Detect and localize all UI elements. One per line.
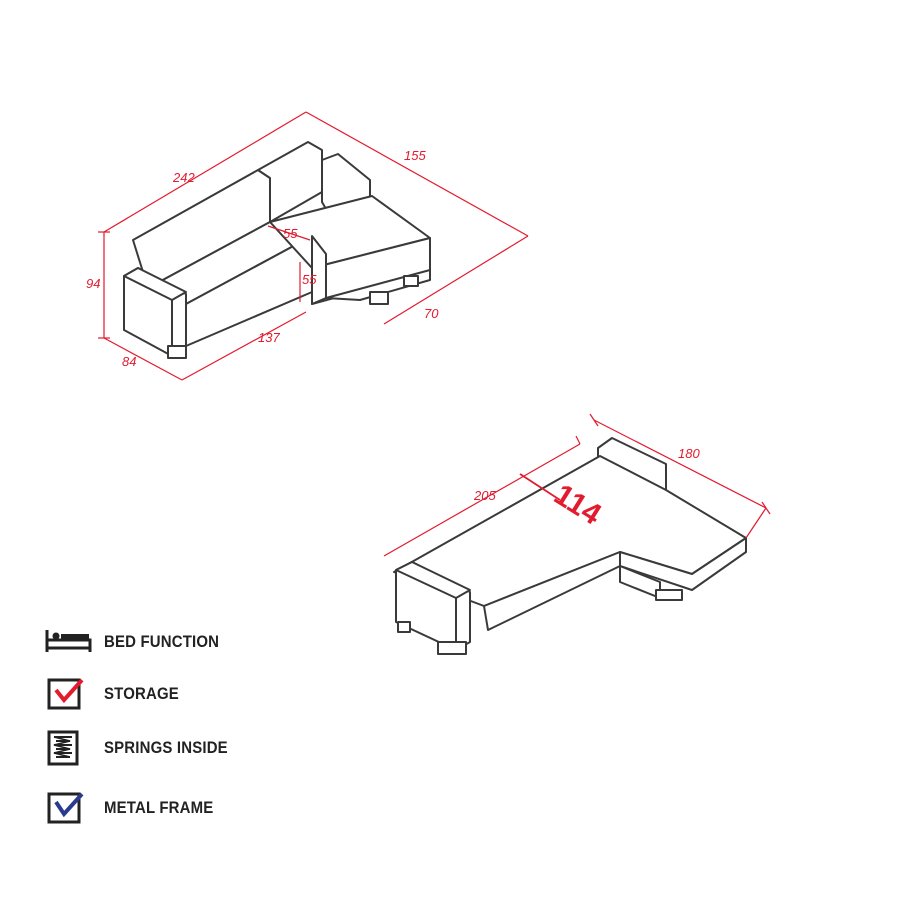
feature-label: METAL FRAME [104, 798, 214, 817]
feature-metal-frame: METAL FRAME [44, 790, 374, 830]
foot [403, 275, 419, 287]
feature-storage: STORAGE [44, 676, 374, 716]
foot [167, 345, 187, 359]
checkbox-blue-check-icon [47, 792, 84, 824]
feature-bed-function: BED FUNCTION [44, 624, 374, 664]
dim-bed-chaise-length: 180 [678, 446, 700, 461]
left-armrest-top [123, 267, 187, 301]
dim-height: 94 [86, 276, 100, 291]
bed-mode-drawing [393, 437, 747, 655]
feature-springs-inside: SPRINGS INSIDE [44, 730, 374, 770]
foot [369, 291, 389, 305]
foot [437, 641, 467, 655]
foot [655, 589, 683, 601]
dim-width-total: 242 [172, 170, 195, 185]
feature-label: STORAGE [104, 684, 179, 703]
closed-sofa-dimensions: 242 155 94 84 137 70 55 55 [86, 111, 529, 381]
dim-chaise-length: 155 [404, 148, 426, 163]
left-armrest-top [395, 561, 471, 599]
closed-sofa-drawing [123, 141, 431, 359]
springs-icon [47, 730, 79, 766]
dim-chaise-depth: 70 [424, 306, 439, 321]
dim-seat-height: 55 [302, 272, 317, 287]
dim-seat-length: 137 [258, 330, 280, 345]
feature-label: SPRINGS INSIDE [104, 738, 228, 757]
bed-icon [45, 630, 92, 652]
checkbox-red-check-icon [47, 678, 84, 710]
foot [397, 621, 411, 633]
dim-seat-depth: 55 [283, 226, 298, 241]
dim-depth: 84 [122, 354, 136, 369]
feature-label: BED FUNCTION [104, 632, 220, 651]
dim-bed-length: 205 [473, 488, 496, 503]
